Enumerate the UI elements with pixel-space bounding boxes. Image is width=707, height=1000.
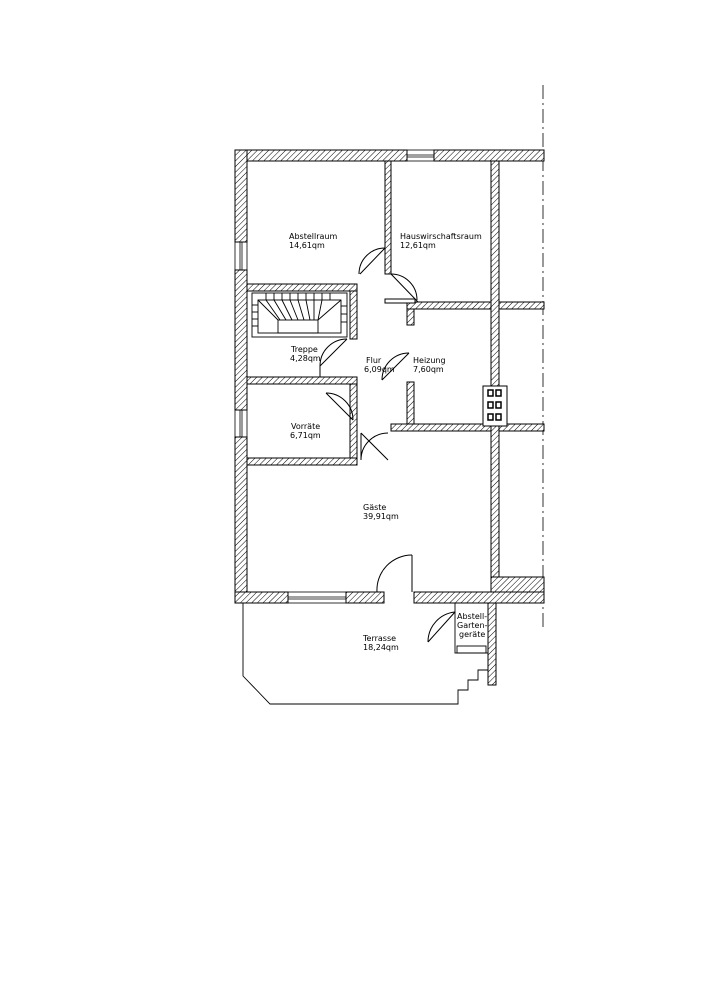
room-name-flur: Flur: [366, 356, 382, 365]
room-area-flur: 6,09qm: [364, 365, 395, 374]
staircase: [251, 292, 348, 338]
room-area-treppe: 4,28qm: [290, 354, 321, 363]
room-area-heizung: 7,60qm: [413, 365, 444, 374]
room-name-hauswirtschaftsraum: Hauswirschaftsraum: [400, 232, 482, 241]
room-name-terrasse: Terrasse: [362, 634, 396, 643]
room-area-gaeste: 39,91qm: [363, 512, 399, 521]
chimney: [482, 385, 508, 427]
windows: [234, 149, 435, 604]
terrace-outline: [242, 602, 489, 705]
room-labels: Abstellraum 14,61qm Hauswirschaftsraum 1…: [289, 232, 488, 652]
room-name-abstellraum: Abstellraum: [289, 232, 337, 241]
room-name-heizung: Heizung: [413, 356, 446, 365]
room-area-hauswirtschaftsraum: 12,61qm: [400, 241, 436, 250]
room-area-vorraete: 6,71qm: [290, 431, 321, 440]
room-name-gaeste: Gäste: [363, 503, 386, 512]
room-area-terrasse: 18,24qm: [363, 643, 399, 652]
doors: [319, 247, 456, 643]
room-name-abstell-line2: Garten-: [457, 621, 488, 630]
room-name-vorraete: Vorräte: [291, 422, 320, 431]
room-area-abstellraum: 14,61qm: [289, 241, 325, 250]
room-name-treppe: Treppe: [290, 345, 318, 354]
room-name-abstell-line3: geräte: [459, 630, 485, 639]
interior-walls: [246, 160, 545, 593]
room-name-abstell-line1: Abstell-: [457, 612, 487, 621]
